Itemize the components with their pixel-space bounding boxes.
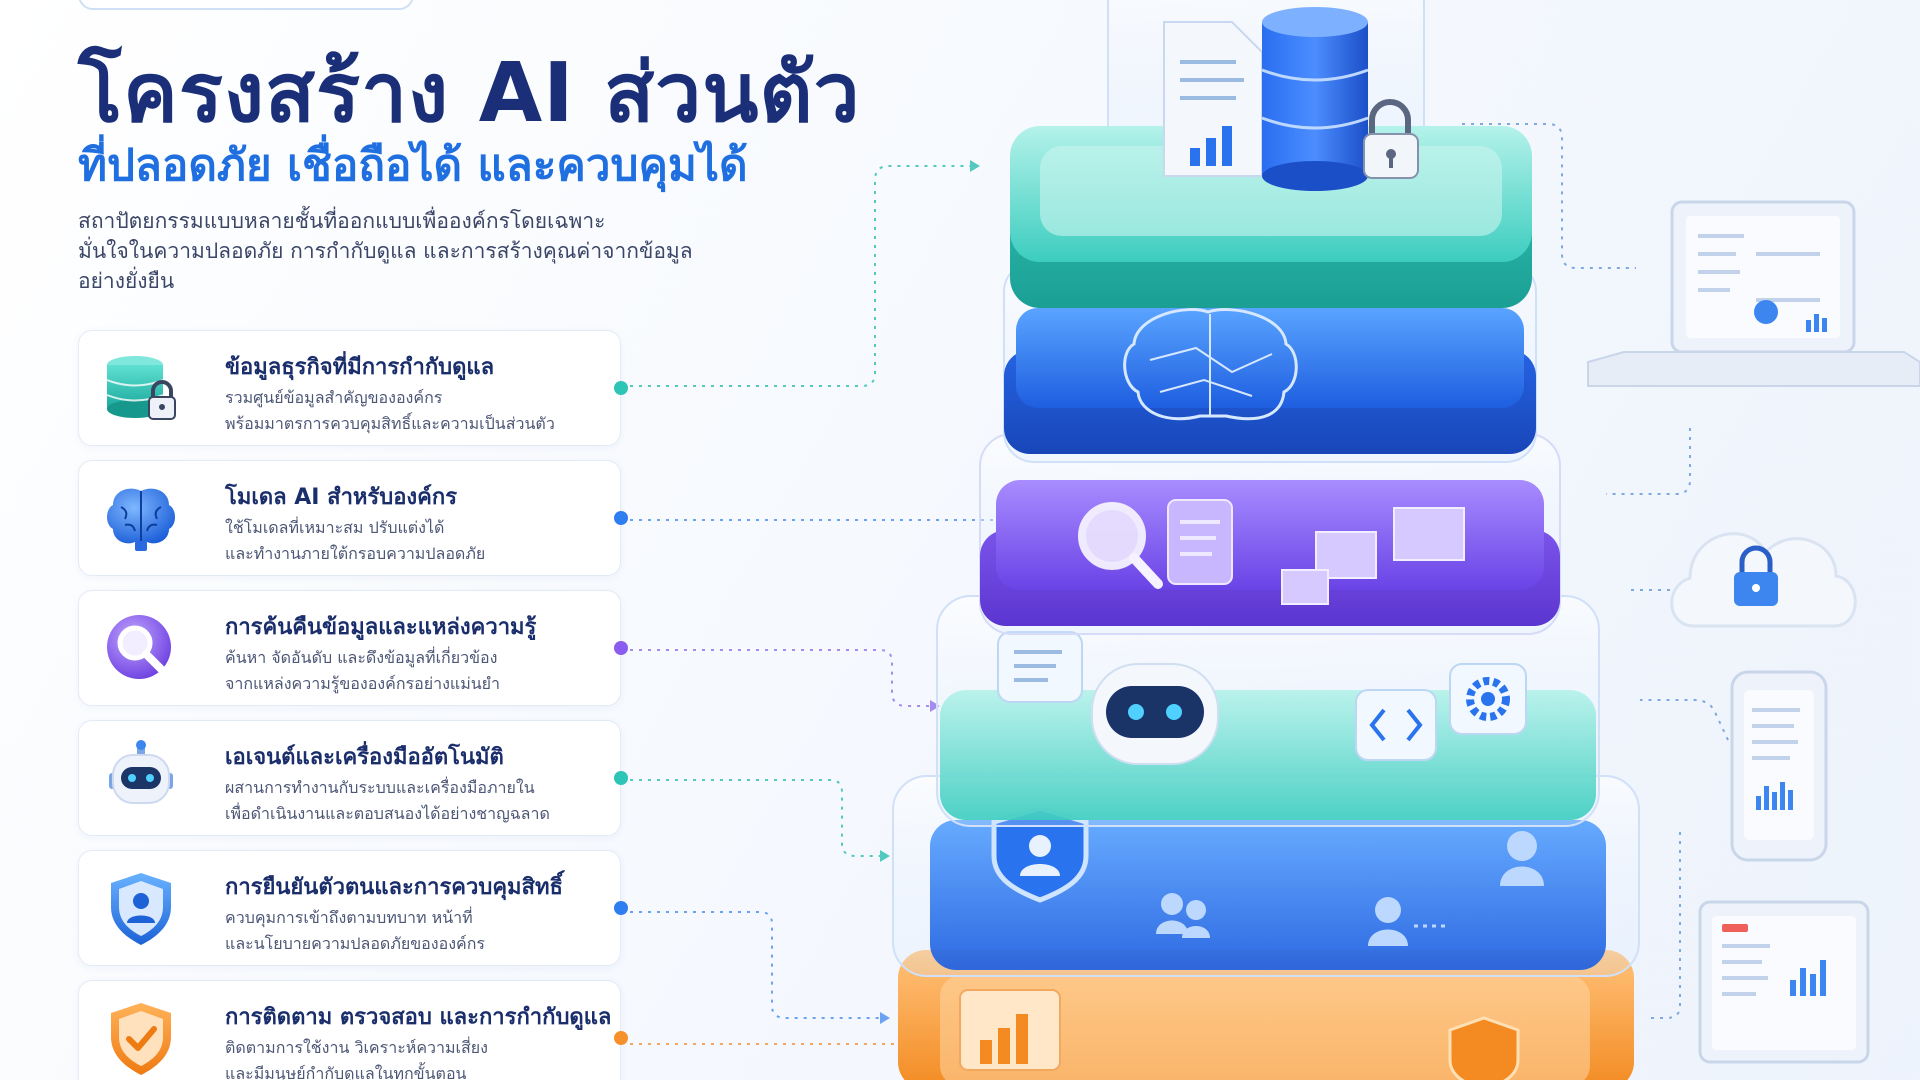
connector-dot xyxy=(614,511,628,525)
page-title: โครงสร้าง AI ส่วนตัว xyxy=(78,46,861,141)
card-title: เอเจนต์และเครื่องมืออัตโนมัติ xyxy=(225,745,504,770)
connector-dot xyxy=(614,1031,628,1045)
description-line-1: สถาปัตยกรรมแบบหลายชั้นที่ออกแบบเพื่อองค์… xyxy=(78,209,606,233)
connector-line-4 xyxy=(630,779,880,857)
connector-dot xyxy=(614,771,628,785)
user-figure xyxy=(1186,900,1206,920)
layer-governed-data xyxy=(1010,0,1532,308)
card-desc-line-2: และทำงานภายใต้กรอบความปลอดภัย xyxy=(225,544,486,563)
connector-line-cloud xyxy=(1606,428,1691,495)
phone-device xyxy=(1730,670,1828,862)
monitor-report xyxy=(1698,900,1870,1064)
layer-retrieval xyxy=(979,433,1561,635)
card-desc-line-1: รวมศูนย์ข้อมูลสำคัญขององค์กร xyxy=(225,388,443,407)
card-desc-line-1: ใช้โมเดลที่เหมาะสม ปรับแต่งได้ xyxy=(225,518,445,537)
user-figure xyxy=(1161,893,1183,915)
card-knowledge-retrieval[interactable]: การค้นคืนข้อมูลและแหล่งความรู้ ค้นหา จัด… xyxy=(78,590,628,706)
connector-line-1 xyxy=(630,165,970,387)
description-line-3: อย่างยั่งยืน xyxy=(78,269,175,293)
layer-agents xyxy=(936,595,1600,827)
page-description: สถาปัตยกรรมแบบหลายชั้นที่ออกแบบเพื่อองค์… xyxy=(78,206,718,296)
card-title: การยืนยันตัวตนและการควบคุมสิทธิ์ xyxy=(225,875,563,900)
connector-dot xyxy=(614,641,628,655)
database-lock-icon xyxy=(106,356,176,420)
connector-arrowheads xyxy=(880,160,980,1024)
user-figure xyxy=(1375,897,1401,923)
code-bubble xyxy=(1355,689,1437,761)
card-governed-data[interactable]: ข้อมูลธุรกิจที่มีการกำกับดูแล รวมศูนย์ข้… xyxy=(78,330,628,446)
database-cylinder xyxy=(1261,7,1369,191)
padlock-icon xyxy=(1363,99,1419,179)
card-title: โมเดล AI สำหรับองค์กร xyxy=(225,485,458,510)
user-shield-icon xyxy=(111,873,171,945)
card-desc-line-2: เพื่อดำเนินงานและตอบสนองได้อย่างชาญฉลาด xyxy=(225,804,550,823)
search-magnifier xyxy=(1078,502,1146,570)
connector-line-monitor xyxy=(1648,832,1681,1019)
layer-card-list: ข้อมูลธุรกิจที่มีการกำกับดูแล รวมศูนย์ข้… xyxy=(78,330,628,1080)
magnifier-icon xyxy=(107,615,171,679)
card-title: ข้อมูลธุรกิจที่มีการกำกับดูแล xyxy=(225,355,495,380)
brain-icon xyxy=(107,488,175,551)
connector-line-5 xyxy=(630,911,880,1019)
card-desc-line-1: ควบคุมการเข้าถึงตามบทบาท หน้าที่ xyxy=(225,908,473,927)
orange-shield-badge xyxy=(1448,1016,1520,1080)
cloud-lock xyxy=(1670,532,1857,628)
card-desc-line-2: พร้อมมาตรการควบคุมสิทธิ์และความเป็นส่วนต… xyxy=(225,414,555,433)
report-document xyxy=(1163,21,1263,177)
card-desc-line-1: ค้นหา จัดอันดับ และดึงข้อมูลที่เกี่ยวข้อ… xyxy=(225,648,498,667)
card-title: การติดตาม ตรวจสอบ และการกำกับดูแล xyxy=(225,1005,612,1030)
connector-line-phone xyxy=(1640,699,1729,741)
connector-dot xyxy=(614,381,628,395)
card-desc-line-1: ติดตามการใช้งาน วิเคราะห์ความเสี่ยง xyxy=(225,1038,488,1057)
card-desc-line-2: จากแหล่งความรู้ขององค์กรอย่างแม่นยำ xyxy=(225,674,501,693)
card-connectors xyxy=(630,165,1000,1045)
card-title: การค้นคืนข้อมูลและแหล่งความรู้ xyxy=(225,615,537,640)
brain-wireframe xyxy=(1123,308,1298,421)
card-desc-line-2: และนโยบายความปลอดภัยขององค์กร xyxy=(225,934,485,953)
card-desc-line-1: ผสานการทำงานกับระบบและเครื่องมือภายใน xyxy=(225,778,535,797)
connector-line-laptop xyxy=(1462,123,1636,269)
data-cubes xyxy=(1281,507,1465,605)
card-identity-access[interactable]: การยืนยันตัวตนและการควบคุมสิทธิ์ ควบคุมก… xyxy=(78,850,628,966)
layer-monitoring xyxy=(898,950,1634,1080)
laptop-dashboard xyxy=(1587,200,1920,387)
card-agents-automation[interactable]: เอเจนต์และเครื่องมืออัตโนมัติ ผสานการทำง… xyxy=(78,720,628,836)
connector-dot xyxy=(614,901,628,915)
description-line-2: มั่นใจในความปลอดภัย การกำกับดูแล และการส… xyxy=(78,239,693,263)
orange-shield-icon xyxy=(111,1003,171,1075)
page-subtitle: ที่ปลอดภัย เชื่อถือได้ และควบคุมได้ xyxy=(78,140,748,191)
connector-line-3 xyxy=(630,649,930,707)
robot-icon xyxy=(109,740,173,804)
user-figure xyxy=(1507,831,1537,861)
card-monitoring-governance[interactable]: การติดตาม ตรวจสอบ และการกำกับดูแล ติดตาม… xyxy=(78,980,628,1080)
card-enterprise-ai-model[interactable]: โมเดล AI สำหรับองค์กร ใช้โมเดลที่เหมาะสม… xyxy=(78,460,628,576)
layer-ai-model xyxy=(1003,261,1537,463)
card-desc-line-2: และมีมนุษย์กำกับดูแลในทุกขั้นตอน xyxy=(225,1064,467,1080)
document-card xyxy=(1167,499,1233,585)
